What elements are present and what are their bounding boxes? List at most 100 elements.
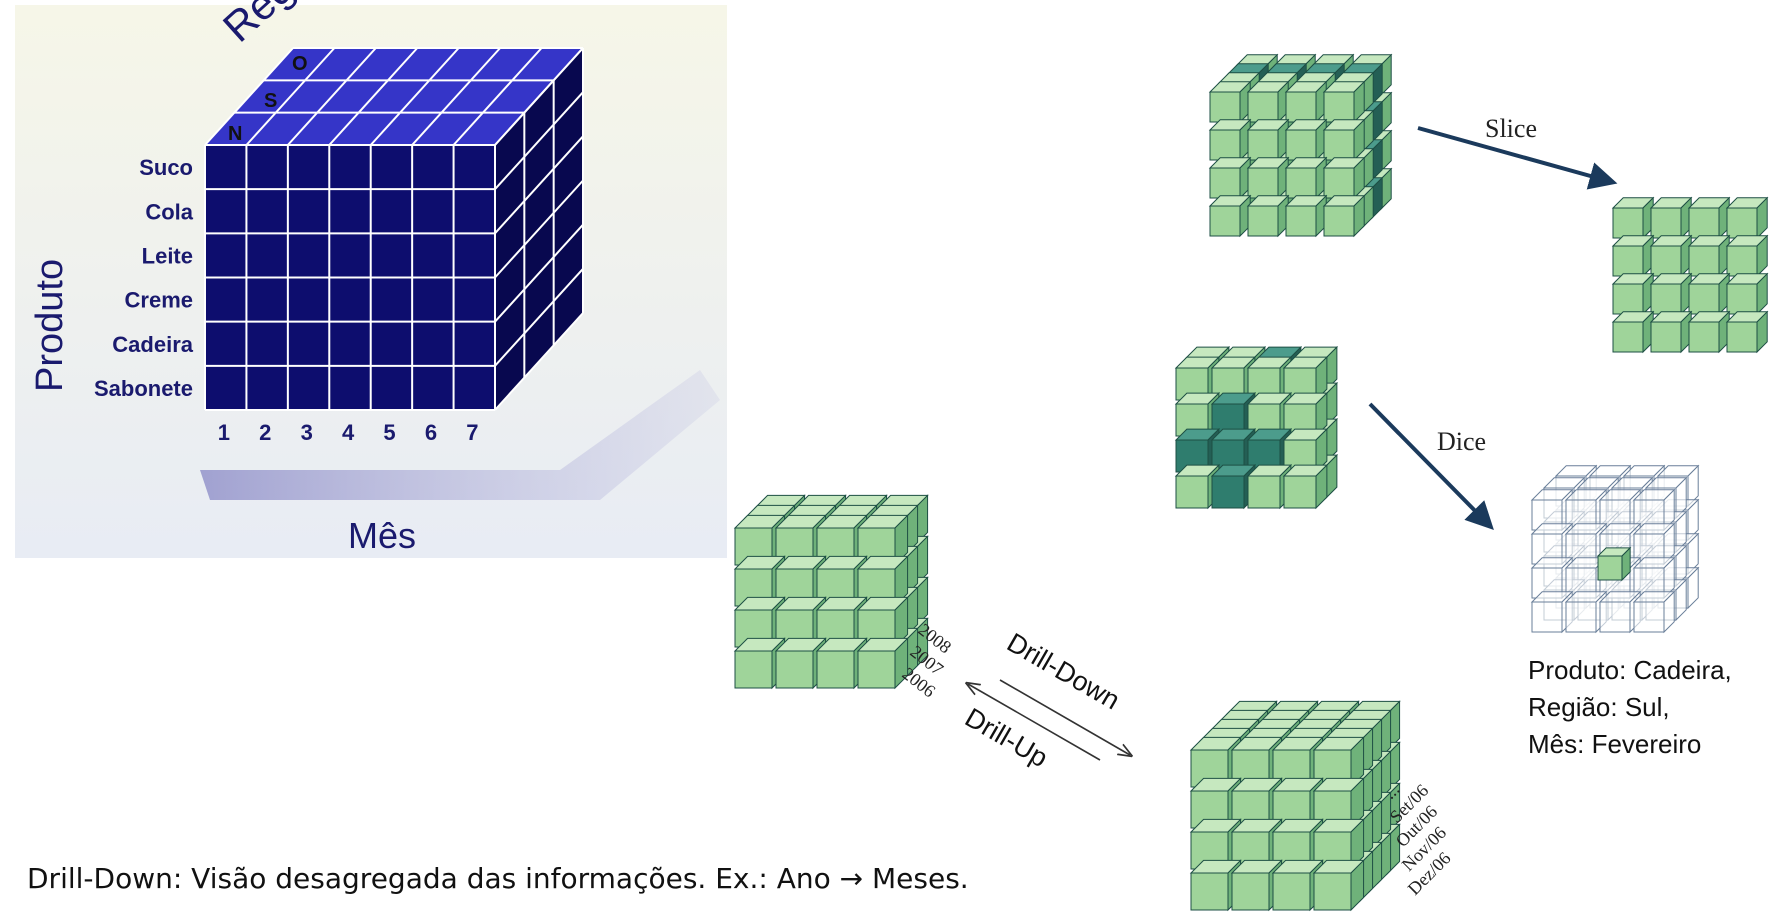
cube-cell: [1632, 488, 1676, 532]
cube-cell-front: [1323, 129, 1355, 161]
cube-cell: [1596, 546, 1632, 582]
month-label: 1: [218, 420, 230, 445]
cube-cell-front: [1650, 207, 1682, 239]
cube-cell-front: [775, 650, 814, 689]
region-value-n: N: [228, 123, 242, 145]
cube-top-face: [205, 48, 583, 145]
month-label: 2: [259, 420, 271, 445]
drill-up-arrow: [968, 684, 1101, 761]
dice-filter-product: Produto: Cadeira,: [1528, 655, 1732, 685]
cube-cell: [1611, 272, 1655, 316]
product-label: Sabonete: [94, 376, 193, 401]
cube-cell: [1649, 234, 1693, 278]
cube-cell: [1208, 80, 1252, 124]
cube-cell-front: [1283, 475, 1317, 509]
cube-grid-line: [369, 47, 460, 146]
cube-cell: [1725, 196, 1769, 240]
cube-cell-front: [1175, 475, 1209, 509]
cube-cell: [1649, 272, 1693, 316]
cube-grid-line: [494, 91, 584, 190]
product-label: Cadeira: [112, 332, 193, 357]
cube-cell-front: [1597, 555, 1623, 581]
cube-cell-front: [1612, 245, 1644, 277]
cube-cell: [1687, 196, 1731, 240]
cube-cell-front: [1247, 205, 1279, 237]
cube-cell: [1282, 463, 1329, 510]
cube-cell: [1312, 859, 1365, 912]
product-label: Suco: [139, 155, 193, 180]
cube-cell-front: [1726, 245, 1758, 277]
cube-cell: [1649, 196, 1693, 240]
cube-cell-front: [1688, 321, 1720, 353]
product-label: Creme: [125, 288, 193, 313]
cube-cell-front: [1231, 872, 1270, 911]
cube-cell: [1208, 194, 1252, 238]
yearly-cube: [733, 494, 929, 690]
cube-cell: [1632, 590, 1676, 634]
drill-up-label: Drill-Up: [960, 702, 1053, 773]
slice-result-grid: [1611, 196, 1769, 354]
product-label: Cola: [145, 199, 193, 224]
cube-cell-front: [1209, 167, 1241, 199]
cube-cell-front: [1688, 283, 1720, 315]
monthly-cube: [1189, 700, 1401, 912]
dice-result-cube: [1530, 464, 1700, 634]
slice-arrow: [1417, 126, 1618, 190]
cube-cell-front: [1209, 129, 1241, 161]
cube-cell-front: [857, 650, 896, 689]
month-label: 3: [301, 420, 313, 445]
cube-cell-front: [1612, 321, 1644, 353]
cube-grid-line: [452, 47, 543, 146]
cube-cell-front: [1688, 207, 1720, 239]
month-label: 6: [425, 420, 437, 445]
slice-source-cube: [1208, 53, 1393, 238]
drill-down-arrow: [999, 679, 1130, 755]
cube-cell: [1530, 556, 1574, 600]
cube-cell: [1611, 234, 1655, 278]
cube-grid-line: [494, 223, 584, 323]
cube-cell-front: [1247, 167, 1279, 199]
month-label: 7: [466, 420, 478, 445]
cube-cell: [1725, 234, 1769, 278]
cube-cell-front: [816, 650, 855, 689]
cube-cell-front: [1323, 91, 1355, 123]
cube-grid-line: [494, 268, 584, 367]
cube-cell: [1687, 272, 1731, 316]
month-label: 5: [383, 420, 395, 445]
month-axis-label: Mês: [348, 515, 416, 556]
drill-down-label: Drill-Down: [1002, 627, 1125, 715]
cube-cell: [1649, 310, 1693, 354]
cube-cell: [1284, 194, 1328, 238]
cube-cell-front: [1726, 321, 1758, 353]
cube-cell: [1725, 272, 1769, 316]
cube-cell-front: [1612, 207, 1644, 239]
cube-cell: [1687, 310, 1731, 354]
cube-cell: [1246, 118, 1290, 162]
cube-cell: [1246, 194, 1290, 238]
cube-cell-front: [1247, 129, 1279, 161]
product-axis-label: Produto: [29, 259, 71, 392]
cube-cell-front: [1247, 475, 1281, 509]
cube-cell: [1284, 80, 1328, 124]
cube-grid-line: [204, 47, 294, 146]
cube-cell-front: [1726, 283, 1758, 315]
cube-cell-front: [1323, 205, 1355, 237]
cube-grid-line: [287, 47, 377, 146]
cube-cell-front: [1285, 167, 1317, 199]
cube-cell-front: [1211, 475, 1245, 509]
cube-cell-front: [1650, 283, 1682, 315]
cube-cell-front: [734, 650, 773, 689]
product-label: Leite: [142, 243, 193, 268]
cube-cell: [1687, 234, 1731, 278]
cube-shadow: [200, 370, 720, 500]
cube-cell-front: [1650, 321, 1682, 353]
cube-cell: [1322, 118, 1366, 162]
dice-label: Dice: [1437, 427, 1486, 456]
cube-cell: [1208, 156, 1252, 200]
dice-filter-text: Produto: Cadeira, Região: Sul, Mês: Feve…: [1528, 652, 1732, 763]
region-value-s: S: [264, 90, 277, 112]
cube-grid-line: [494, 312, 584, 411]
